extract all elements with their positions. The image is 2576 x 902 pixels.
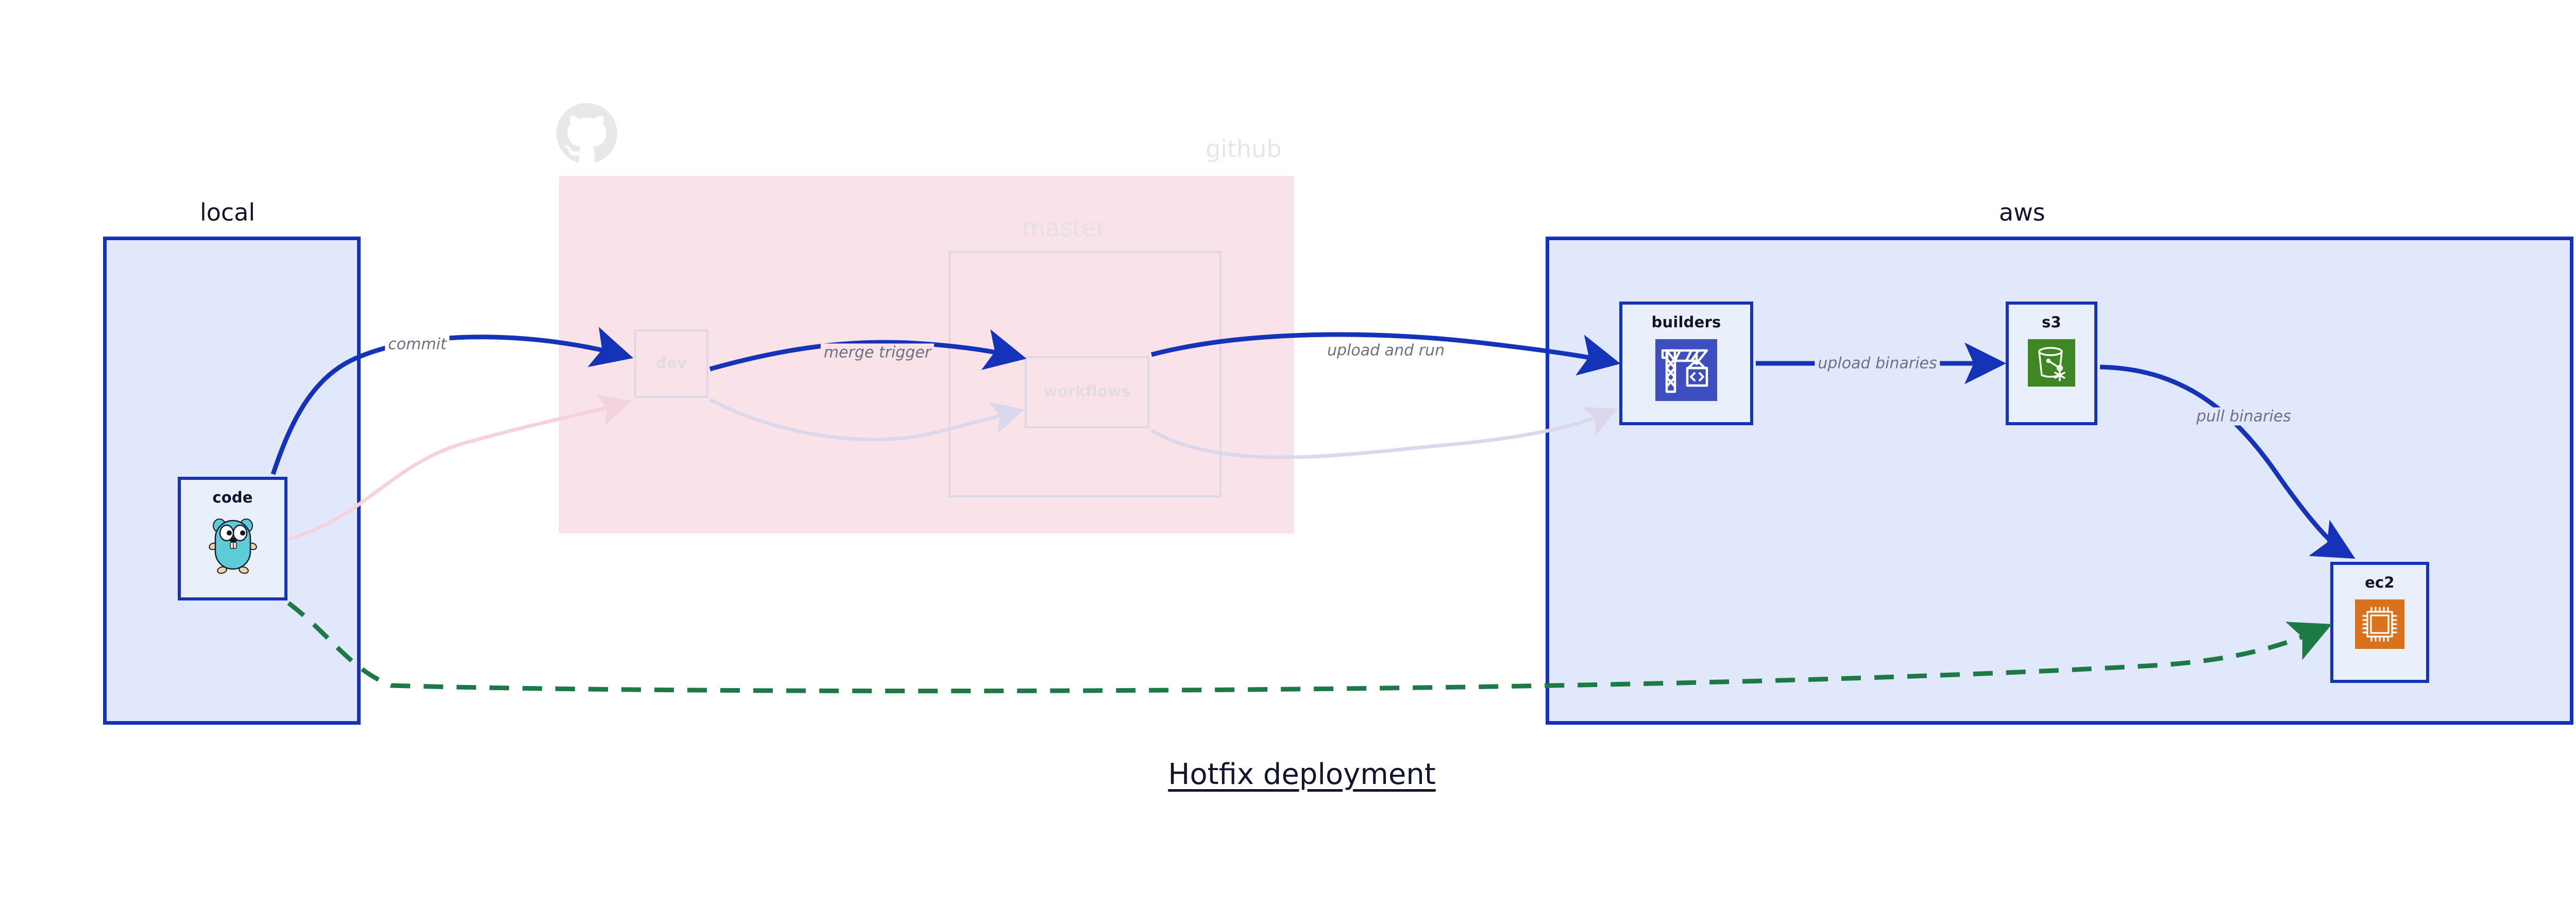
node-code[interactable]: code <box>178 477 287 600</box>
node-ec2[interactable]: ec2 <box>2330 562 2429 683</box>
aws-codebuild-crane-icon <box>1655 339 1717 403</box>
aws-ec2-chip-icon <box>2355 599 2404 651</box>
edge-label-merge-trigger: merge trigger <box>820 343 935 362</box>
group-master-label: master <box>1022 214 1106 242</box>
go-gopher-icon <box>206 514 260 576</box>
node-workflows-label: workflows <box>1043 382 1131 400</box>
node-builders-label: builders <box>1651 313 1721 331</box>
group-github-label: github <box>1206 135 1282 163</box>
node-builders[interactable]: builders <box>1619 302 1753 425</box>
github-octocat-icon <box>556 103 617 163</box>
group-master <box>948 251 1222 497</box>
edge-label-commit: commit <box>385 335 450 354</box>
group-local-label: local <box>200 198 256 226</box>
group-aws-label: aws <box>1999 198 2045 226</box>
aws-s3-bucket-icon <box>2028 339 2075 389</box>
node-dev-label: dev <box>656 354 687 372</box>
node-code-label: code <box>212 489 253 506</box>
node-s3[interactable]: s3 <box>2006 302 2097 425</box>
node-workflows[interactable]: workflows <box>1025 356 1149 428</box>
node-ec2-label: ec2 <box>2365 574 2395 591</box>
edge-label-pull-binaries: pull binaries <box>2193 407 2294 426</box>
edge-label-upload-and-run: upload and run <box>1324 341 1448 360</box>
node-s3-label: s3 <box>2042 313 2061 331</box>
edge-label-upload-binaries: upload binaries <box>1815 354 1940 373</box>
node-dev[interactable]: dev <box>634 329 708 398</box>
figure-title: Hotfix deployment <box>1168 758 1436 791</box>
